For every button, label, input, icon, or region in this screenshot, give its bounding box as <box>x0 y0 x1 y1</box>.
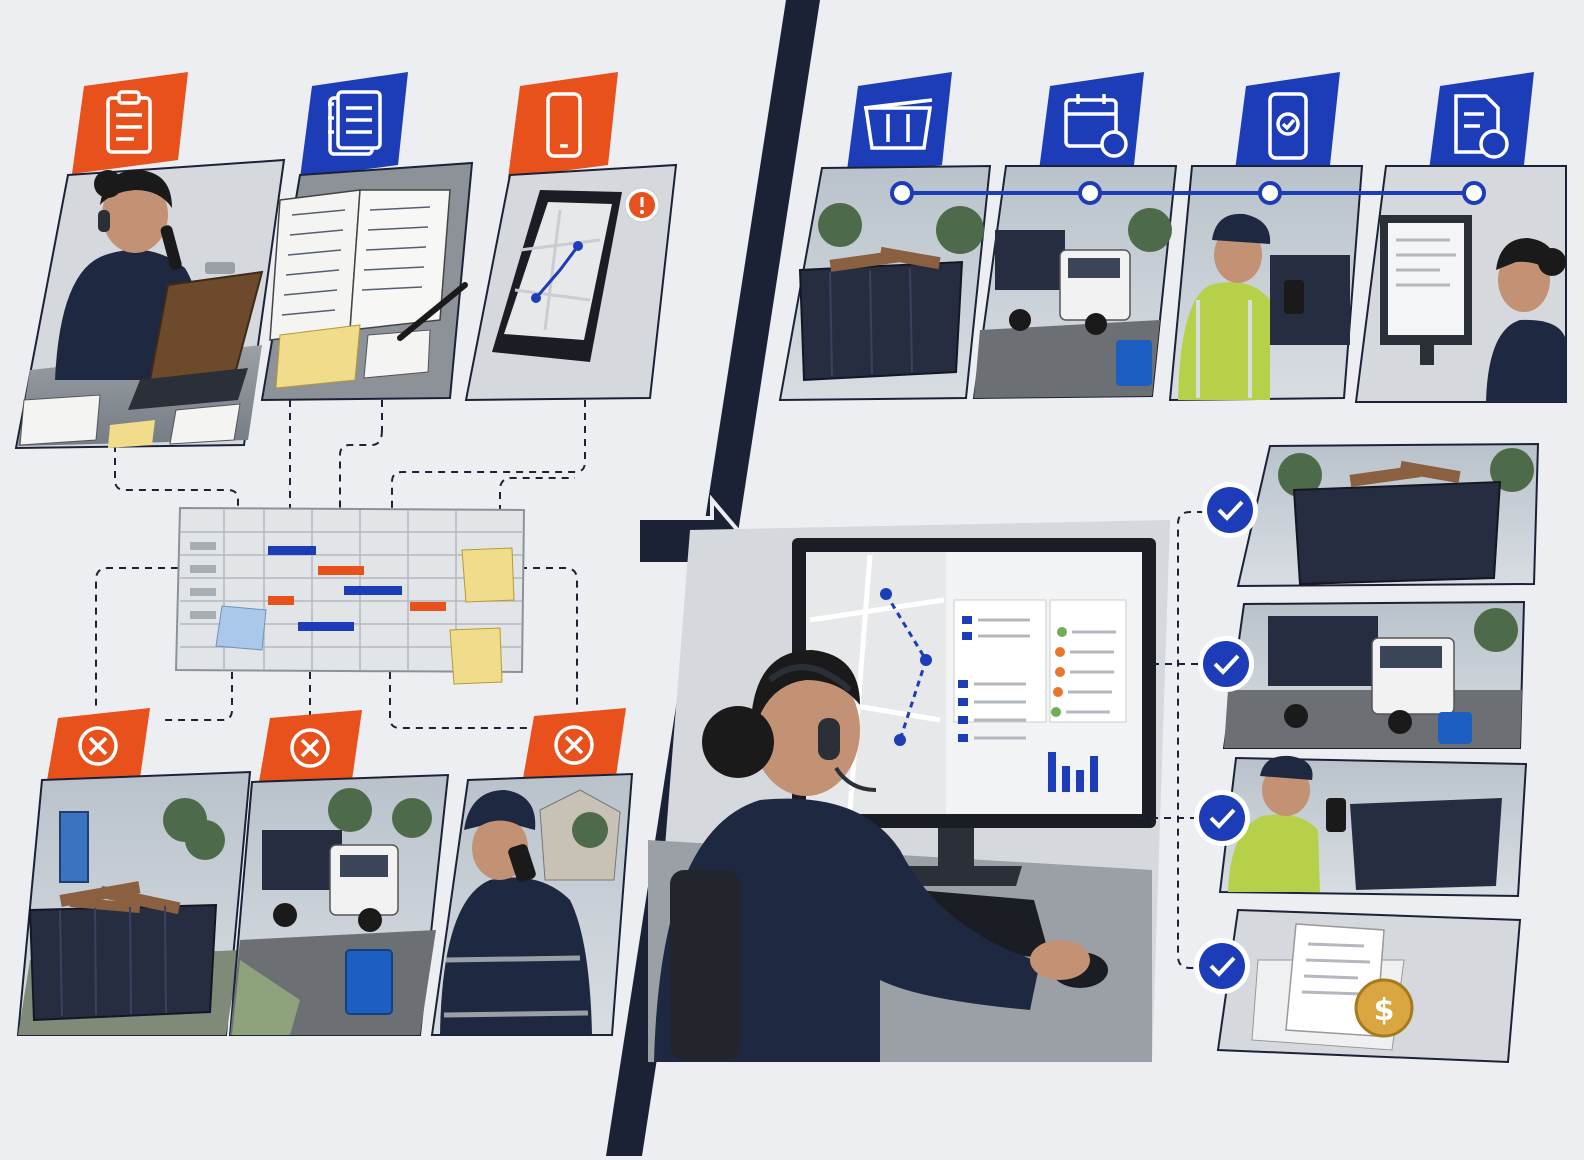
dollar-coin-icon: $ <box>1354 978 1414 1038</box>
timeline-node <box>1078 181 1102 205</box>
failure-tag-2 <box>258 710 362 788</box>
outcome-driver-confirmation <box>1194 755 1528 898</box>
outcome-connectors <box>1138 511 1204 969</box>
phone-check-icon <box>1268 92 1308 160</box>
step-panel-filled-dumpster <box>778 164 992 402</box>
messy-schedule-board <box>174 506 526 685</box>
dispatch-console-scene <box>648 520 1170 1062</box>
x-circle-icon <box>78 726 118 766</box>
panel-phone-map-alert <box>464 163 678 402</box>
step-panel-driver-phone <box>1168 165 1364 402</box>
panel-truck-at-curb <box>228 773 450 1036</box>
x-circle-icon <box>554 725 594 765</box>
check-circle-icon <box>1202 482 1258 538</box>
outcome-dumpster-delivered <box>1202 442 1540 588</box>
timeline-node <box>1258 181 1282 205</box>
panel-dispatcher-on-phone <box>14 158 286 450</box>
svg-text:$: $ <box>1374 993 1395 1028</box>
invoice-dollar-icon <box>1454 94 1509 159</box>
bar-chart-icon <box>1048 752 1098 792</box>
step-panel-office-monitor <box>1354 165 1567 403</box>
outcome-truck-on-route <box>1198 600 1526 749</box>
clipboard-icon <box>106 90 152 154</box>
step-tag-phone-check <box>1234 72 1340 178</box>
check-circle-icon <box>1194 790 1250 846</box>
dumpster-icon <box>863 98 933 150</box>
step-panel-truck <box>972 165 1178 400</box>
timeline-node <box>890 181 914 205</box>
alert-icon <box>624 187 660 223</box>
step-tag-invoice <box>1428 72 1534 178</box>
panel-handwritten-notebook <box>260 161 474 402</box>
smartphone-icon <box>546 92 582 158</box>
outcome-invoice-paid: $ <box>1194 908 1522 1064</box>
source-tag-notebook <box>300 72 408 178</box>
step-tag-dumpster <box>846 72 952 178</box>
timeline-node <box>1462 181 1486 205</box>
failure-tag-3 <box>522 708 626 784</box>
notebook-icon <box>328 90 382 156</box>
before-section <box>14 72 678 1036</box>
panel-overflowing-dumpster <box>16 770 252 1036</box>
failure-tag-1 <box>46 708 150 786</box>
after-section: $ <box>648 72 1567 1064</box>
source-tag-smartphone <box>508 72 618 178</box>
check-circle-icon <box>1198 636 1254 692</box>
panel-driver-on-phone <box>430 772 634 1036</box>
calendar-sync-icon <box>1064 94 1128 158</box>
workflow-timeline <box>890 181 1486 205</box>
source-tag-clipboard <box>72 72 188 174</box>
check-circle-icon <box>1194 938 1250 994</box>
x-circle-icon <box>290 728 330 768</box>
step-tag-calendar <box>1038 72 1144 178</box>
